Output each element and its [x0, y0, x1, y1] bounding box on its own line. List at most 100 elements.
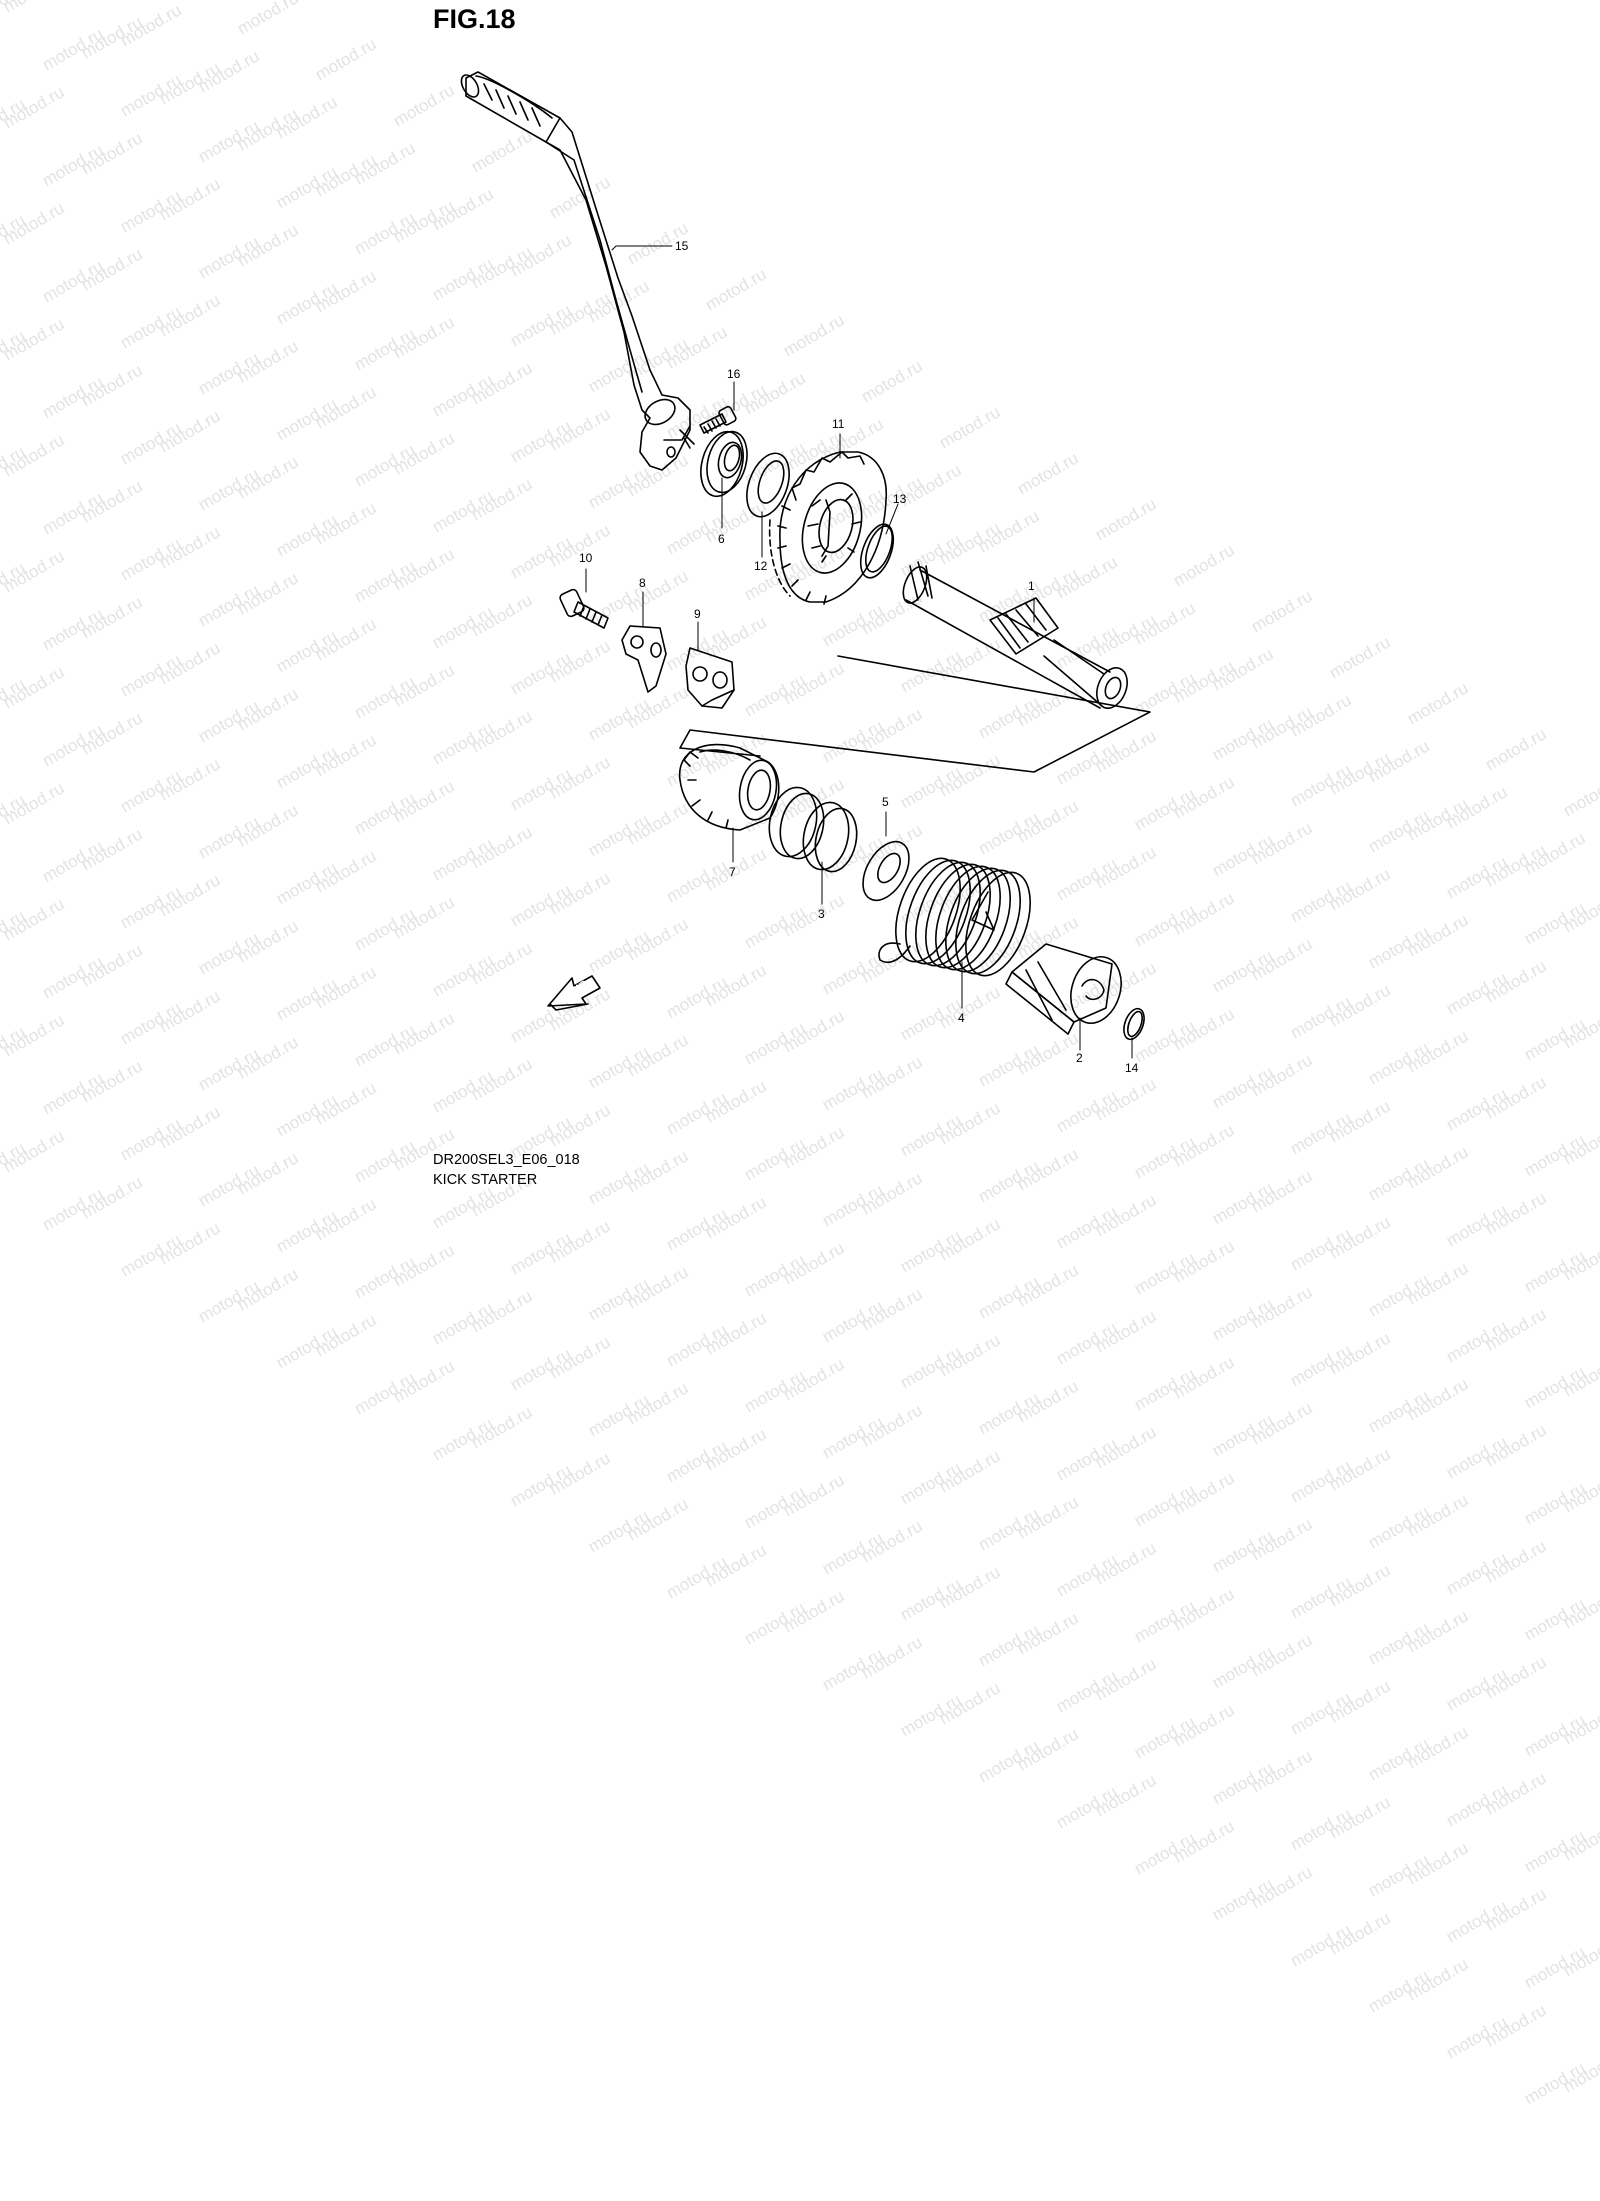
bolt-part-16 — [699, 405, 737, 434]
watermark-text: motod.ru — [1560, 1582, 1600, 1633]
watermark-text: motod.ru — [1365, 1850, 1433, 1901]
spring-part-3 — [768, 786, 858, 873]
watermark-text: motod.ru — [1053, 1782, 1121, 1833]
leader-lines — [585, 245, 1133, 1059]
callout-8: 8 — [639, 576, 646, 590]
watermark-text: motod.ru — [1053, 1202, 1121, 1253]
watermark-text: motod.ru — [1326, 1908, 1394, 1959]
watermark-text: motod.ru — [1131, 1248, 1199, 1299]
watermark-text: motod.ru — [1443, 1200, 1511, 1251]
watermark-text: motod.ru — [1365, 1270, 1433, 1321]
watermark-text: motod.ru — [1248, 1398, 1316, 1449]
callout-3: 3 — [818, 907, 825, 921]
watermark-text: motod.ru — [1287, 1572, 1355, 1623]
watermark-text: motod.ru — [1521, 1826, 1589, 1877]
callout-13: 13 — [893, 492, 907, 506]
watermark-text: motod.ru — [273, 1206, 341, 1257]
watermark-text: motod.ru — [1053, 1434, 1121, 1485]
watermark-text: motod.ru — [1170, 1816, 1238, 1867]
watermark-text: motod.ru — [1521, 1710, 1589, 1761]
fwd-label: FWD — [568, 978, 588, 995]
watermark-text: motod.ru — [351, 1252, 419, 1303]
watermark-text: motod.ru — [1443, 1432, 1511, 1483]
watermark-text: motod.ru — [1521, 2058, 1589, 2109]
watermark-text: motod.ru — [1092, 1538, 1160, 1589]
return-spring-part-4 — [878, 857, 1031, 977]
watermark-text: motod.ru — [936, 1330, 1004, 1381]
figure-title: FIG.18 — [433, 4, 516, 34]
watermark-text: motod.ru — [1326, 1444, 1394, 1495]
watermark-text: motod.ru — [1482, 1420, 1550, 1471]
watermark-text: motod.ru — [936, 1562, 1004, 1613]
bolt-part-10 — [559, 588, 609, 629]
kick-lever-part-15 — [460, 71, 695, 471]
watermark-text: motod.ru — [1404, 1258, 1472, 1309]
watermark-text: motod.ru — [819, 1528, 887, 1579]
watermark-text: motod.ru — [897, 1226, 965, 1277]
watermark-text: motod.ru — [663, 1436, 731, 1487]
watermark-text: motod.ru — [1365, 1734, 1433, 1785]
watermark-text: motod.ru — [858, 1284, 926, 1335]
callout-5: 5 — [882, 795, 889, 809]
watermark-text: motod.ru — [1443, 1316, 1511, 1367]
watermark-text: motod.ru — [1092, 1770, 1160, 1821]
watermark-text: motod.ru — [1053, 1666, 1121, 1717]
watermark-text: motod.ru — [195, 1276, 263, 1327]
watermark-text: motod.ru — [1443, 1664, 1511, 1715]
washer-part-12 — [746, 452, 790, 518]
watermark-text: motod.ru — [1170, 1700, 1238, 1751]
watermark-text: motod.ru — [819, 1296, 887, 1347]
watermark-text: motod.ru — [468, 1402, 536, 1453]
watermark-text: motod.ru — [741, 1366, 809, 1417]
watermark-text: motod.ru — [1287, 1224, 1355, 1275]
watermark-text: motod.ru — [585, 1506, 653, 1557]
watermark-text: motod.ru — [585, 1274, 653, 1325]
watermark-text: motod.ru — [156, 1218, 224, 1269]
watermark-text: motod.ru — [1443, 1548, 1511, 1599]
watermark-text: motod.ru — [780, 1354, 848, 1405]
watermark-text: motod.ru — [858, 1632, 926, 1683]
watermark-text: motod.ru — [1170, 1236, 1238, 1287]
watermark-text: motod.ru — [351, 1368, 419, 1419]
watermark-text: motod.ru — [663, 1552, 731, 1603]
circlip-part-13 — [859, 523, 895, 579]
watermark-text: motod.ru — [1365, 1618, 1433, 1669]
watermark-text: motod.ru — [1326, 1328, 1394, 1379]
watermark-text: motod.ru — [1287, 1340, 1355, 1391]
callout-15: 15 — [675, 239, 689, 253]
figure-name: KICK STARTER — [433, 1172, 538, 1188]
watermark-text: motod.ru — [117, 1230, 185, 1281]
watermark-text: motod.ru — [1521, 1246, 1589, 1297]
watermark-text: motod.ru — [1170, 1584, 1238, 1635]
watermark-text: motod.ru — [1326, 1212, 1394, 1263]
watermark-text: motod.ru — [780, 1586, 848, 1637]
watermark-text: motod.ru — [1287, 1920, 1355, 1971]
watermark-text: motod.ru — [312, 1194, 380, 1245]
watermark-text: motod.ru — [1326, 1560, 1394, 1611]
watermark-text: motod.ru — [975, 1620, 1043, 1671]
watermark-text: motod.ru — [1131, 1712, 1199, 1763]
watermark-text: motod.ru — [1560, 1234, 1600, 1285]
watermark-text: motod.ru — [663, 1204, 731, 1255]
callout-1: 1 — [1028, 579, 1035, 593]
watermark-text: motod.ru — [1209, 1642, 1277, 1693]
watermark-text: motod.ru — [507, 1344, 575, 1395]
watermark-text: motod.ru — [1404, 1722, 1472, 1773]
watermark-text: motod.ru — [546, 1448, 614, 1499]
fwd-arrow — [547, 975, 601, 1011]
watermark-text: motod.ru — [741, 1482, 809, 1533]
stopper-part-9 — [685, 647, 735, 709]
callout-9: 9 — [694, 607, 701, 621]
watermark-text: motod.ru — [975, 1272, 1043, 1323]
watermark-text: motod.ru — [273, 1322, 341, 1373]
watermark-text: motod.ru — [1482, 1884, 1550, 1935]
watermark-text: motod.ru — [1170, 1352, 1238, 1403]
watermark-text: motod.ru — [624, 1494, 692, 1545]
watermark-text: motod.ru — [1521, 1478, 1589, 1529]
watermark-text: motod.ru — [1326, 1676, 1394, 1727]
callout-14: 14 — [1125, 1061, 1139, 1075]
watermark-text: motod.ru — [1131, 1480, 1199, 1531]
watermark-text: motod.ru — [585, 1390, 653, 1441]
watermark-text: motod.ru — [507, 1460, 575, 1511]
callout-6: 6 — [718, 532, 725, 546]
